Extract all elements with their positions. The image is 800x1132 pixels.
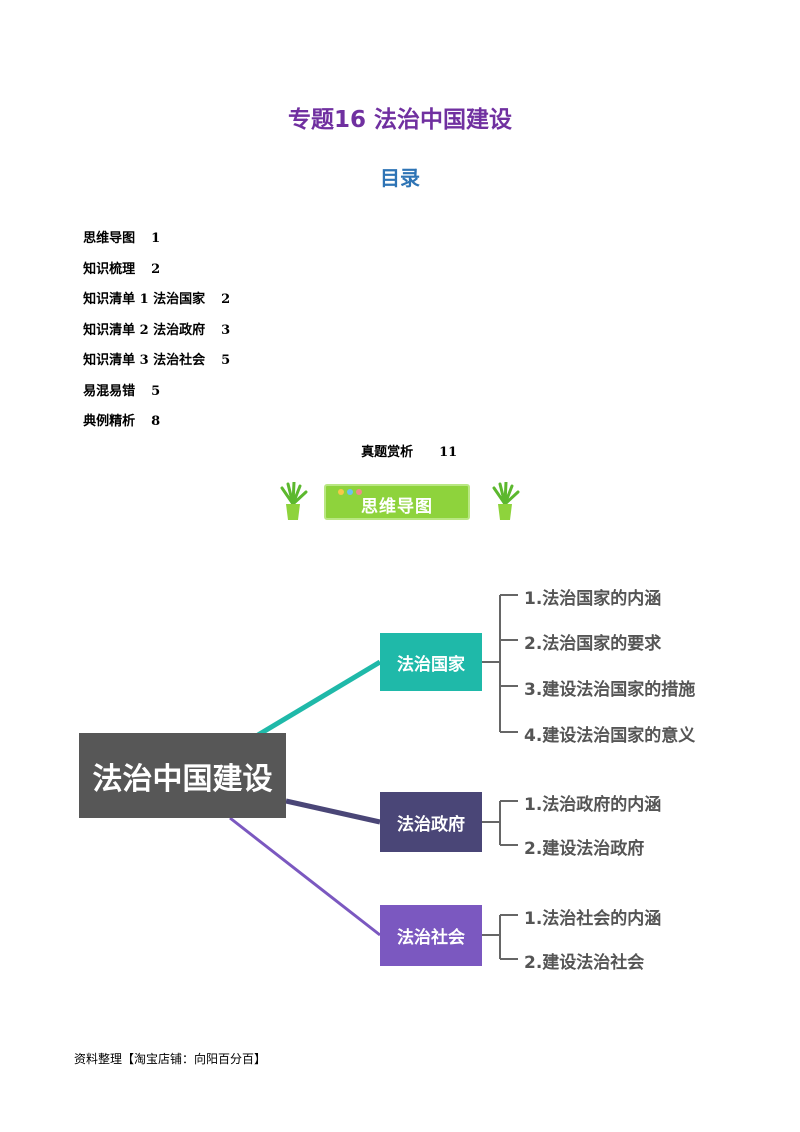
toc-item-page: 8	[151, 414, 161, 429]
mindmap-branch-rule-of-law-society: 法治社会	[380, 905, 482, 966]
plant-icon	[492, 482, 520, 520]
banner-dots	[338, 480, 365, 499]
mindmap-leaf: 4.建设法治国家的意义	[524, 726, 696, 746]
toc-item[interactable]: 知识清单 1 法治国家 2	[74, 273, 230, 307]
toc-item-page: 11	[439, 445, 458, 460]
toc-item-page: 5	[221, 353, 231, 368]
toc-item[interactable]: 知识清单 2 法治政府 3	[74, 304, 230, 338]
toc-item-page: 1	[151, 231, 161, 246]
toc-item-label: 思维导图	[83, 231, 136, 246]
section-banner: 思维导图	[278, 478, 524, 526]
mindmap-leaf: 1.法治国家的内涵	[524, 589, 662, 609]
mindmap-branch-rule-of-law-government: 法治政府	[380, 792, 482, 852]
mind-map: 法治中国建设 法治国家 法治政府 法治社会 1.法治国家的内涵 2.法治国家的要…	[60, 575, 740, 1005]
mindmap-leaf: 2.建设法治政府	[524, 839, 645, 859]
banner-label: 思维导图	[361, 497, 433, 517]
toc-item[interactable]: 易混易错 5	[74, 365, 160, 399]
toc-item-label: 知识清单 2 法治政府	[83, 323, 206, 338]
toc-item-label: 真题赏析	[361, 445, 414, 460]
plant-icon	[280, 482, 308, 520]
toc-item[interactable]: 思维导图 1	[74, 212, 160, 246]
toc-item-label: 易混易错	[83, 384, 136, 399]
mindmap-leaf: 2.法治国家的要求	[524, 634, 662, 654]
toc-item-page: 2	[151, 262, 161, 277]
connector-lines	[229, 594, 518, 960]
mindmap-leaf: 1.法治社会的内涵	[524, 909, 662, 929]
toc-item-label: 知识梳理	[83, 262, 136, 277]
toc-item-page: 2	[221, 292, 231, 307]
mindmap-root: 法治中国建设	[79, 733, 286, 818]
toc-heading: 目录	[380, 166, 420, 190]
page-title: 专题16 法治中国建设	[287, 107, 512, 133]
toc-item-page: 5	[151, 384, 161, 399]
toc-item[interactable]: 典例精析 8	[74, 395, 160, 429]
mindmap-branch-rule-of-law-state: 法治国家	[380, 633, 482, 691]
toc-item-label: 知识清单 3 法治社会	[83, 353, 206, 368]
mindmap-leaf: 3.建设法治国家的措施	[524, 680, 696, 700]
toc-item-page: 3	[221, 323, 231, 338]
toc-item[interactable]: 知识清单 3 法治社会 5	[74, 334, 230, 368]
toc-item-label: 典例精析	[83, 414, 136, 429]
toc-item[interactable]: 知识梳理 2	[74, 243, 160, 277]
toc-item-label: 知识清单 1 法治国家	[83, 292, 206, 307]
toc-item[interactable]: 真题赏析 11	[352, 426, 457, 460]
mindmap-leaf: 1.法治政府的内涵	[524, 795, 662, 815]
footer-note: 资料整理【淘宝店铺：向阳百分百】	[74, 1052, 267, 1066]
mindmap-leaf: 2.建设法治社会	[524, 953, 645, 973]
